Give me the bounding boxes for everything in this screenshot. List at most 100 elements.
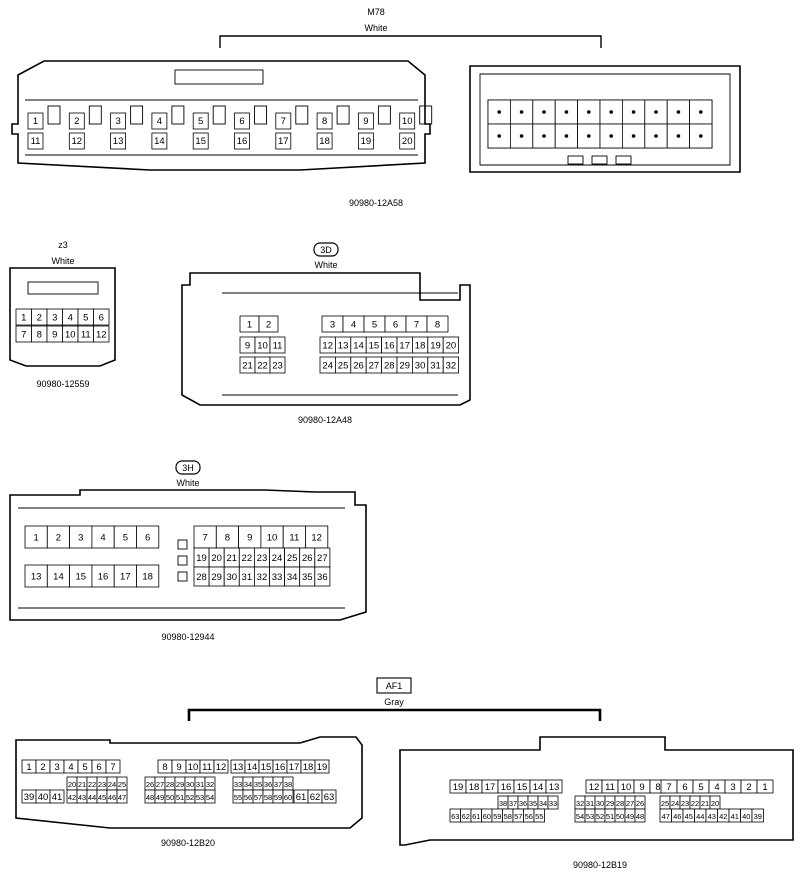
pin-dot (676, 134, 681, 138)
pin-number: 4 (351, 319, 356, 330)
pin-dot (519, 134, 524, 138)
pin-cavity (316, 112, 333, 130)
pin-number: 29 (211, 572, 222, 583)
pin-number: 6 (239, 116, 244, 127)
pin-number: 5 (123, 532, 128, 543)
pin-number: 27 (369, 360, 380, 371)
pin-dot (654, 110, 658, 114)
pin-number: 2 (40, 762, 45, 773)
pin-number: 18 (142, 571, 153, 582)
pin-number: 24 (671, 799, 679, 808)
pin-cavity (547, 795, 559, 810)
m78-right-key2 (591, 155, 608, 165)
pin-number: 24 (322, 360, 333, 371)
pin-cavity (27, 132, 44, 150)
pin-number: 8 (225, 532, 230, 543)
pin-number: 34 (244, 780, 252, 789)
pin-number: 7 (414, 319, 419, 330)
3h-color: White (176, 478, 199, 488)
pin-number: 31 (430, 360, 441, 371)
pin-number: 22 (257, 360, 268, 371)
pin-number: 10 (621, 782, 632, 793)
pin-number: 43 (708, 812, 716, 821)
pin-cavity (634, 808, 646, 823)
pin-number: 55 (234, 793, 242, 802)
pin-number: 4 (714, 782, 719, 793)
pin-number: 14 (53, 571, 64, 582)
pin-cavity (533, 808, 545, 823)
pin-number: 50 (166, 793, 174, 802)
pin-cavity (275, 112, 292, 130)
latch-slot (212, 105, 226, 125)
pin-number: 4 (68, 762, 73, 773)
pin-number: 14 (154, 136, 165, 147)
pin-number: 49 (626, 812, 634, 821)
pin-number: 12 (216, 762, 227, 773)
3h-blank-cavity-2 (177, 555, 188, 566)
pin-number: 9 (247, 532, 252, 543)
pin-cavity (751, 808, 764, 823)
pin-cavity (110, 132, 126, 150)
pin-number: 7 (203, 532, 208, 543)
pin-cavity (756, 779, 774, 794)
pin-number: 35 (254, 780, 262, 789)
pin-number: 42 (719, 812, 727, 821)
pin-number: 44 (88, 793, 96, 802)
pin-number: 14 (533, 782, 544, 793)
pin-number: 40 (38, 792, 49, 803)
pin-number: 28 (384, 360, 395, 371)
pin-number: 25 (661, 799, 669, 808)
pin-number: 2 (746, 782, 751, 793)
pin-number: 7 (666, 782, 671, 793)
pin-number: 21 (242, 360, 253, 371)
pin-number: 54 (206, 793, 214, 802)
pin-cavity (192, 112, 209, 130)
pin-cavity (204, 789, 216, 804)
pin-number: 7 (110, 762, 115, 773)
pin-dot (542, 134, 546, 138)
pin-number: 47 (118, 793, 126, 802)
pin-number: 13 (113, 136, 124, 147)
af1-code-box (376, 677, 412, 694)
pin-number: 18 (303, 762, 314, 773)
pin-number: 51 (606, 812, 614, 821)
pin-number: 1 (34, 532, 39, 543)
pin-number: 61 (472, 812, 480, 821)
pin-number: 15 (369, 340, 380, 351)
pin-number: 31 (586, 799, 594, 808)
pin-number: 39 (24, 792, 35, 803)
pin-number: 8 (435, 319, 440, 330)
pin-number: 11 (81, 329, 91, 340)
pin-number: 41 (731, 812, 739, 821)
pin-number: 9 (52, 329, 57, 340)
pin-number: 46 (108, 793, 116, 802)
pin-number: 30 (226, 572, 237, 583)
pin-number: 11 (289, 532, 299, 543)
pin-number: 59 (274, 793, 282, 802)
z3-color: White (51, 256, 74, 266)
pin-number: 8 (37, 329, 42, 340)
pin-number: 21 (78, 780, 86, 789)
m78-right-cavities (487, 99, 713, 149)
pin-number: 62 (462, 812, 470, 821)
3d-part-number: 90980-12A48 (298, 415, 352, 425)
pin-number: 20 (711, 799, 719, 808)
3h-blank-cavity-1 (177, 539, 188, 550)
pin-number: 1 (247, 319, 252, 330)
pin-number: 27 (317, 553, 328, 564)
pin-cavity (399, 132, 416, 150)
pin-cavity (136, 525, 160, 549)
af1-left-part-number: 90980-12B20 (161, 838, 215, 848)
pin-number: 15 (261, 762, 272, 773)
pin-number: 2 (74, 116, 79, 127)
m78-right-inner (479, 73, 731, 166)
latch-slot (47, 105, 61, 125)
pin-dot (497, 110, 502, 114)
pin-cavity (269, 356, 286, 374)
pin-dot (564, 134, 569, 138)
pin-number: 20 (211, 553, 222, 564)
pin-number: 38 (499, 799, 507, 808)
pin-number: 19 (196, 553, 207, 564)
